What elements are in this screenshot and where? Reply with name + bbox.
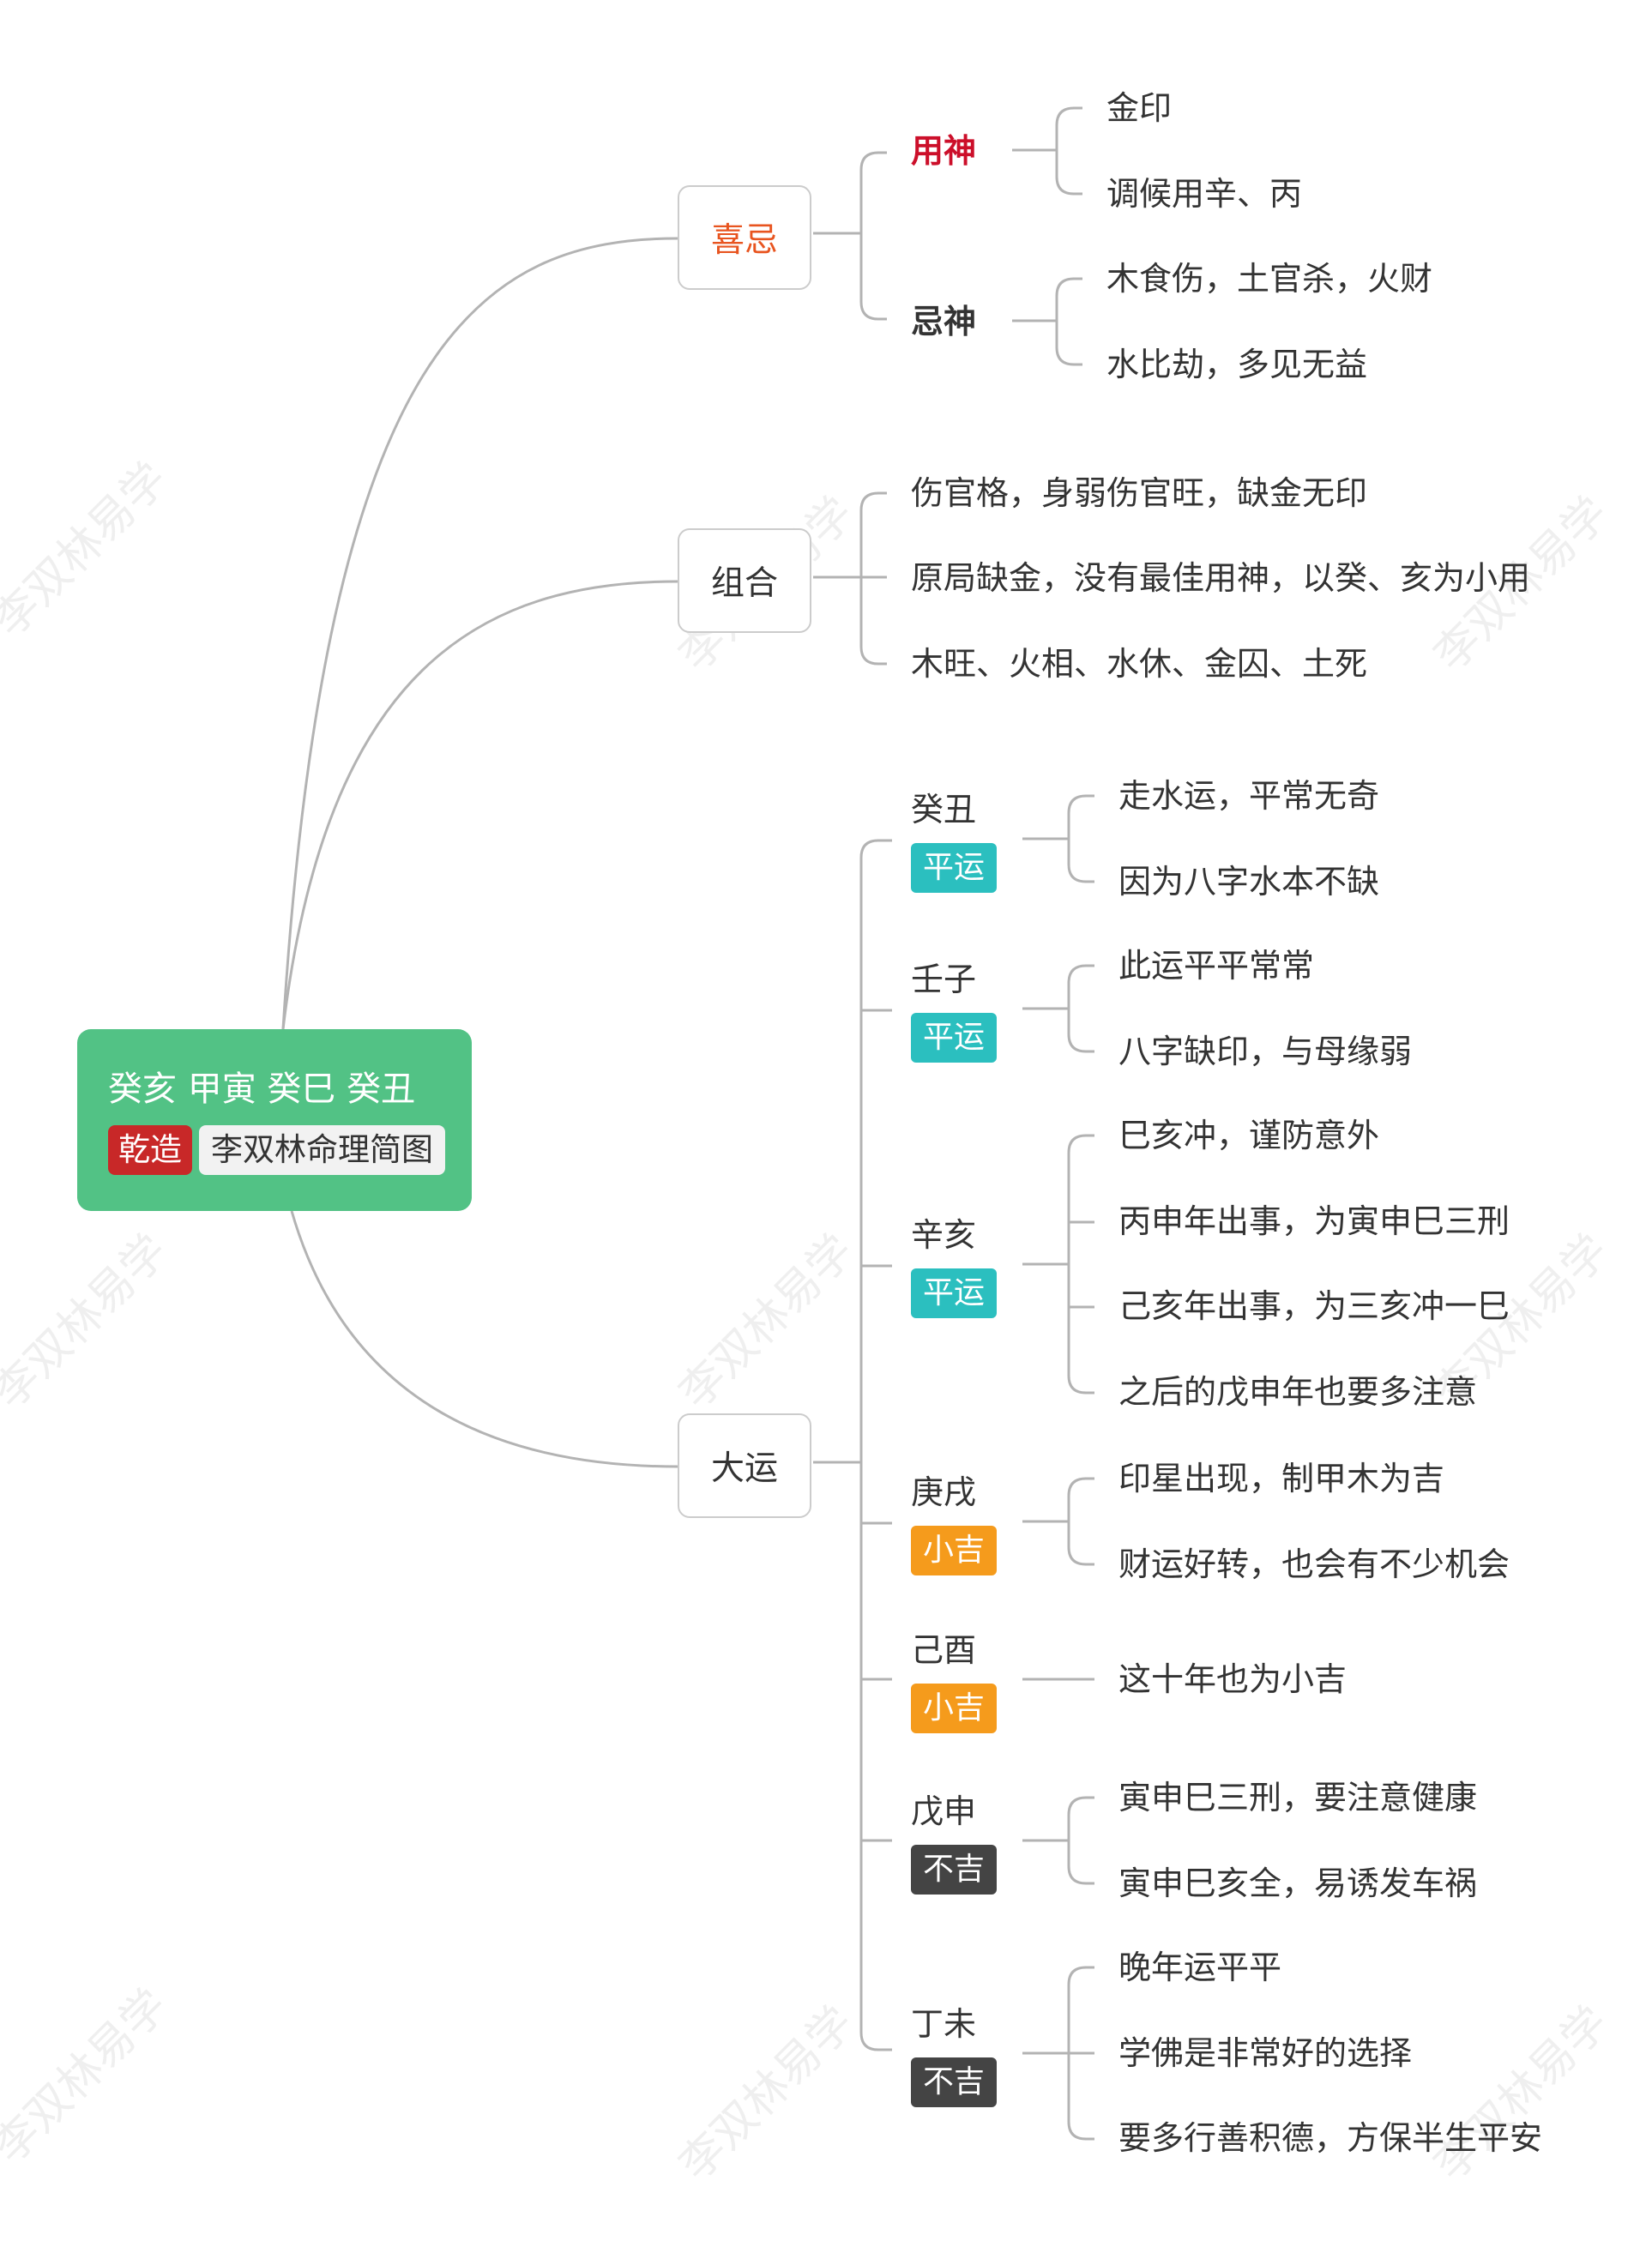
zuhe-item[interactable]: 原局缺金，没有最佳用神，以癸、亥为小用 (911, 559, 1531, 597)
link-root-xiji (281, 237, 678, 1030)
bracket-xiji (813, 151, 887, 321)
link-root-dayun (290, 1210, 678, 1468)
bracket-xinhai (1022, 1134, 1094, 1395)
period-item[interactable]: 巳亥冲，谨防意外 (1118, 1117, 1380, 1154)
yongshen-item[interactable]: 调候用辛、丙 (1106, 175, 1303, 213)
period-item[interactable]: 之后的戊申年也要多注意 (1118, 1373, 1478, 1411)
period-item[interactable]: 己亥年出事，为三亥冲一巳 (1118, 1287, 1510, 1325)
period-name[interactable]: 癸丑 (911, 791, 977, 828)
period-name[interactable]: 戊申 (911, 1792, 977, 1830)
bracket-gengxu (1022, 1477, 1094, 1566)
period-badge: 平运 (911, 843, 998, 893)
period-item[interactable]: 丙申年出事，为寅申巳三刑 (1118, 1202, 1510, 1240)
node-zuhe[interactable]: 组合 (678, 528, 811, 633)
node-xiji[interactable]: 喜忌 (678, 185, 811, 290)
jishen-item[interactable]: 水比劫，多见无益 (1106, 346, 1368, 383)
period-item[interactable]: 因为八字水本不缺 (1118, 863, 1380, 901)
period-item[interactable]: 八字缺印，与母缘弱 (1118, 1033, 1413, 1070)
zuhe-item[interactable]: 伤官格，身弱伤官旺，缺金无印 (911, 474, 1368, 512)
bracket-dingwei (1022, 1966, 1094, 2141)
period-name[interactable]: 己酉 (911, 1631, 977, 1669)
period-item[interactable]: 财运好转，也会有不少机会 (1118, 1545, 1510, 1583)
period-item[interactable]: 此运平平常常 (1118, 947, 1315, 985)
bracket-dayun (813, 839, 892, 2051)
bracket-wushen (1022, 1796, 1094, 1885)
period-badge: 平运 (911, 1013, 998, 1063)
node-jishen[interactable]: 忌神 (911, 303, 977, 340)
period-badge: 不吉 (911, 1845, 998, 1895)
root-subtitle-tag: 李双林命理简图 (199, 1125, 445, 1175)
bracket-jishen (1012, 277, 1082, 366)
bracket-yongshen (1012, 106, 1082, 196)
zuhe-item[interactable]: 木旺、火相、水休、金囚、土死 (911, 645, 1368, 683)
period-badge: 小吉 (911, 1526, 998, 1575)
node-dayun[interactable]: 大运 (678, 1413, 811, 1518)
period-item[interactable]: 印星出现，制甲木为吉 (1118, 1460, 1445, 1497)
yongshen-item[interactable]: 金印 (1106, 89, 1173, 127)
node-yongshen[interactable]: 用神 (911, 132, 977, 170)
period-name[interactable]: 壬子 (911, 961, 977, 998)
period-item[interactable]: 晚年运平平 (1118, 1949, 1282, 1986)
period-name[interactable]: 丁未 (911, 2005, 977, 2043)
period-name[interactable]: 辛亥 (911, 1216, 977, 1254)
bracket-zuhe (813, 491, 887, 666)
period-badge: 小吉 (911, 1684, 998, 1733)
bracket-guichou (1022, 794, 1094, 883)
root-node[interactable]: 癸亥 甲寅 癸巳 癸丑 乾造 李双林命理简图 (77, 1029, 472, 1211)
period-item[interactable]: 要多行善积德，方保半生平安 (1118, 2119, 1543, 2157)
period-badge: 不吉 (911, 2057, 998, 2107)
root-gender-tag: 乾造 (108, 1125, 192, 1175)
period-name[interactable]: 庚戌 (911, 1473, 977, 1511)
period-item[interactable]: 学佛是非常好的选择 (1118, 2034, 1413, 2072)
period-item[interactable]: 寅申巳三刑，要注意健康 (1118, 1779, 1478, 1816)
bracket-renzi (1022, 964, 1094, 1053)
period-item[interactable]: 这十年也为小吉 (1118, 1660, 1348, 1698)
jishen-item[interactable]: 木食伤，土官杀，火财 (1106, 260, 1433, 298)
period-item[interactable]: 走水运，平常无奇 (1118, 777, 1380, 815)
period-badge: 平运 (911, 1268, 998, 1318)
link-root-zuhe (281, 580, 678, 1030)
period-item[interactable]: 寅申巳亥全，易诱发车祸 (1118, 1864, 1478, 1902)
root-pillars: 癸亥 甲寅 癸巳 癸丑 (108, 1069, 416, 1109)
